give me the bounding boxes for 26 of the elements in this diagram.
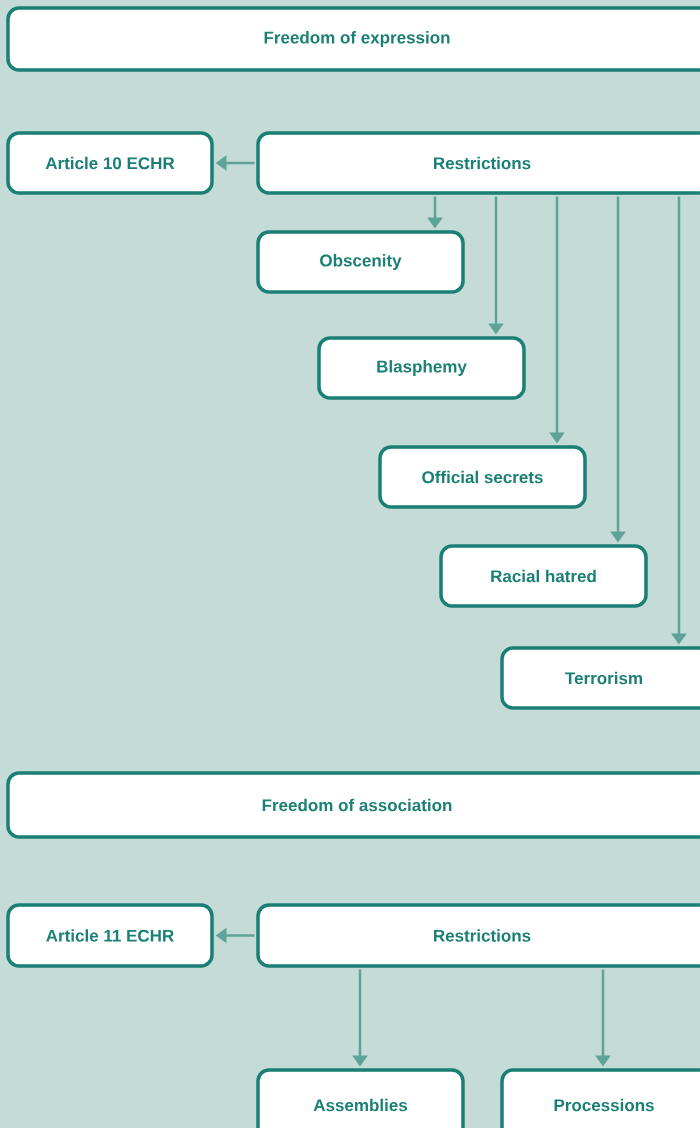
text-box: [439, 544, 648, 608]
box-label: Obscenity: [320, 254, 402, 270]
text-box: [6, 131, 214, 195]
text-box: [500, 646, 700, 710]
text-box: [6, 771, 700, 839]
box-label: Restrictions: [434, 929, 531, 942]
box-label: Restrictions: [434, 156, 531, 170]
box-label: Blasphemy: [377, 360, 467, 376]
text-box: [256, 903, 700, 968]
box-label: Article 10 ECHR: [45, 156, 175, 170]
box-label: Official secrets: [422, 470, 543, 484]
text-box: [6, 903, 214, 968]
text-box: [256, 1068, 465, 1128]
box-label: Terrorism: [565, 671, 642, 685]
box-label: Racial hatred: [491, 569, 596, 583]
text-box: [256, 230, 465, 294]
text-box: [317, 336, 526, 400]
box-label: Article 11 ECHR: [46, 929, 174, 942]
box-label: Assemblies: [313, 1098, 408, 1112]
box-label: Freedom of association: [262, 798, 452, 812]
text-box: [500, 1068, 700, 1128]
text-box: [378, 445, 587, 509]
box-label: Freedom of expression: [264, 31, 450, 47]
box-label: Processions: [554, 1098, 654, 1112]
text-box: [6, 6, 700, 72]
text-box: [256, 131, 700, 195]
